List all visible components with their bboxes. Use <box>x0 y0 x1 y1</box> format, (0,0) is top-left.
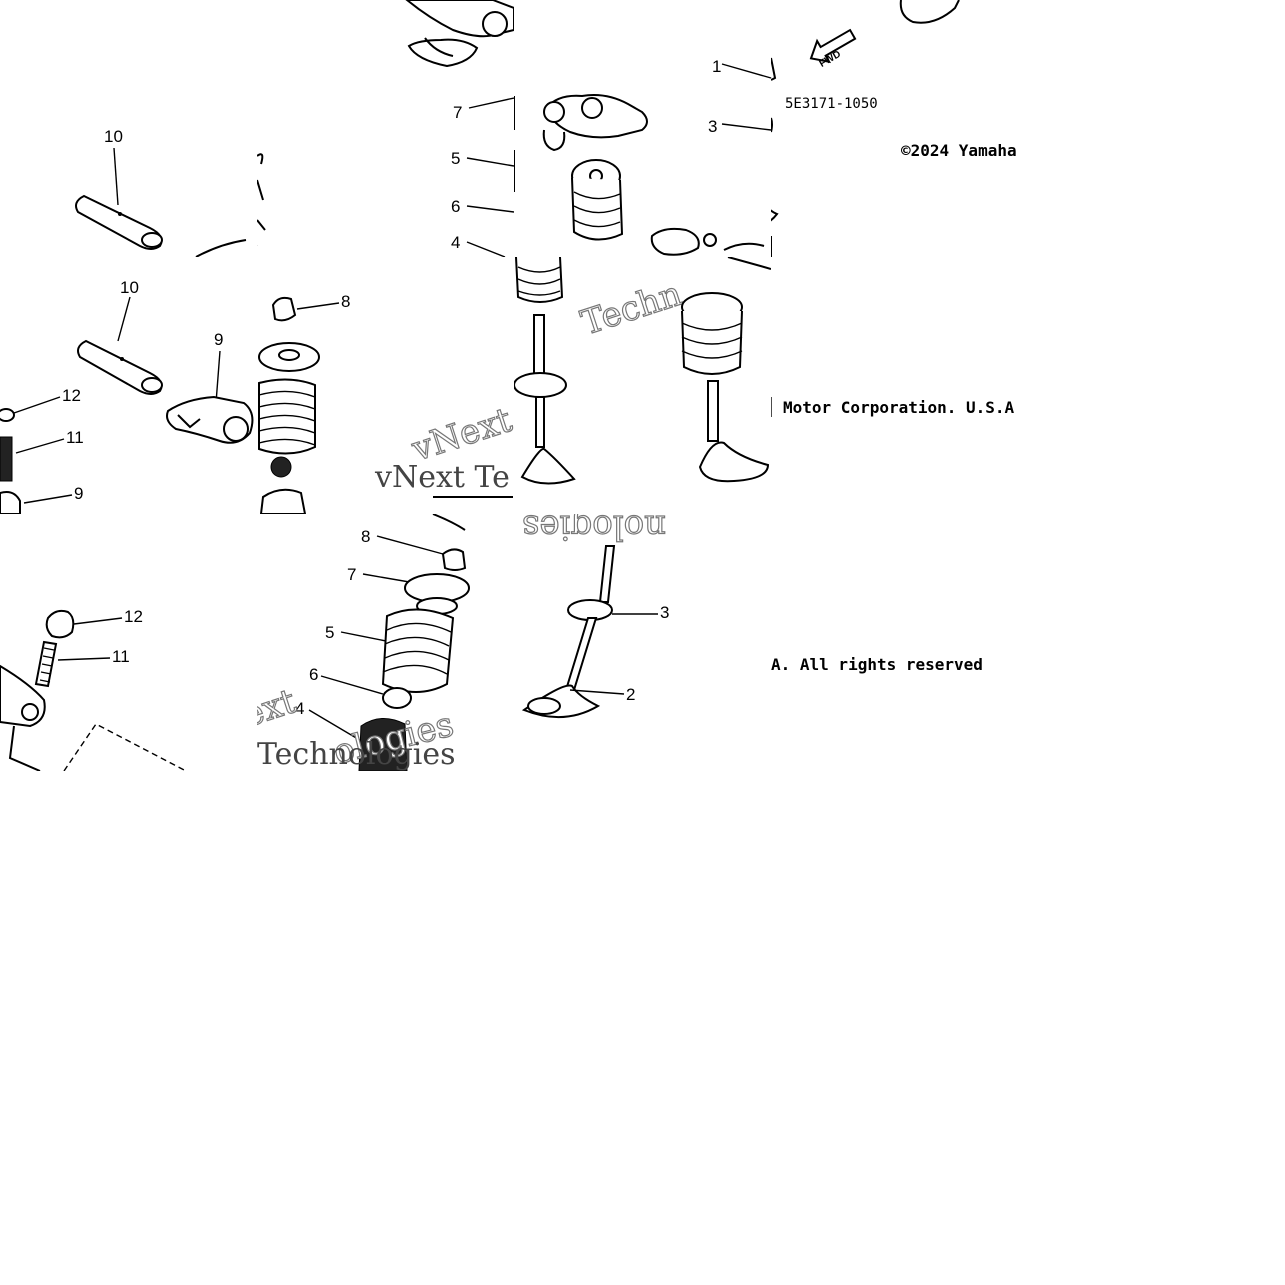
spring-bottom <box>515 257 564 303</box>
valve-spring-partial <box>257 153 266 246</box>
callout-12b: 12 <box>124 607 143 626</box>
rocker-arm <box>405 0 514 68</box>
valve-cotter <box>271 296 297 322</box>
callout-5b: 5 <box>325 623 334 642</box>
exhaust-valve-spring <box>681 292 770 483</box>
part-code: 5E3171-1050 <box>785 96 878 112</box>
callout-11b: 11 <box>112 647 130 666</box>
copyright-line-3: A. All rights reserved <box>771 655 983 674</box>
retainer-lower <box>404 573 470 615</box>
watermark-6: nologies <box>522 514 666 547</box>
rocker-arm-assembly <box>542 94 648 152</box>
cotter-lower <box>441 548 467 571</box>
callout-4: 4 <box>451 233 460 252</box>
cover-outline <box>899 0 960 24</box>
callout-9: 9 <box>214 330 223 349</box>
callout-4b: 4 <box>295 699 304 718</box>
watermark-5: Technologies <box>257 737 456 771</box>
spring-seat <box>358 718 408 771</box>
diagram-tile-5: 10 9 12 11 9 <box>0 257 257 514</box>
callout-3: 3 <box>708 117 717 136</box>
diagram-tile-11: nologies 3 2 <box>514 514 771 771</box>
lock-nut <box>45 609 75 639</box>
diagram-tile-6: 8 vNext Tec vNext Te <box>257 257 514 514</box>
callout-8b: 8 <box>361 527 370 546</box>
watermark-3: ext <box>257 681 301 736</box>
rocker-arm-lower <box>0 664 46 728</box>
diagram-tile-2: 7 5 6 4 <box>257 0 514 257</box>
callout-11: 11 <box>66 428 84 447</box>
rocker-arm-9 <box>166 395 254 444</box>
watermark-dark: vNext Te <box>374 460 510 495</box>
callout-7: 7 <box>453 103 462 122</box>
callout-6b: 6 <box>309 665 318 684</box>
diagram-tile-8: Motor Corporation. U.S.A <box>771 257 1028 514</box>
diagram-tile-7: Techn <box>514 257 771 514</box>
copyright-line-2: Motor Corporation. U.S.A <box>783 398 1015 417</box>
callout-1: 1 <box>712 57 721 76</box>
watermark-1: vNext Tec <box>406 378 514 469</box>
intake-valve <box>514 314 576 485</box>
diagram-tile-9: 12 11 <box>0 514 257 771</box>
callout-2: 2 <box>626 685 635 704</box>
rocker-shaft <box>77 339 163 395</box>
spring-lower <box>381 608 455 693</box>
diagram-tile-1: 10 <box>0 0 257 257</box>
callout-10: 10 <box>104 127 123 146</box>
valve-lower <box>521 545 616 719</box>
valve-spring-coils <box>258 378 316 455</box>
callout-9b: 9 <box>74 484 83 503</box>
callout-8: 8 <box>341 292 350 311</box>
valve-spring <box>571 159 700 256</box>
callout-10b: 10 <box>120 278 139 297</box>
callout-5: 5 <box>451 149 460 168</box>
callout-7b: 7 <box>347 565 356 584</box>
valve-seal <box>382 687 412 709</box>
rocker-shaft-pin <box>75 194 163 250</box>
adjusting-screw <box>34 640 58 688</box>
callout-6: 6 <box>451 197 460 216</box>
diagram-tile-3 <box>514 0 771 257</box>
callout-12: 12 <box>62 386 81 405</box>
watermark-2: Techn <box>576 274 686 344</box>
diagram-tile-10: 8 7 5 6 4 ext ologies <box>257 514 514 771</box>
spring-retainer <box>258 342 320 372</box>
callout-3b: 3 <box>660 603 669 622</box>
diagram-tile-4: FWD 5E3171-1050 ©2024 Yamaha <box>771 0 1028 257</box>
fwd-arrow-icon <box>809 28 857 64</box>
diagram-tile-12: A. All rights reserved <box>771 514 1028 771</box>
copyright-line-1: ©2024 Yamaha <box>901 141 1017 160</box>
